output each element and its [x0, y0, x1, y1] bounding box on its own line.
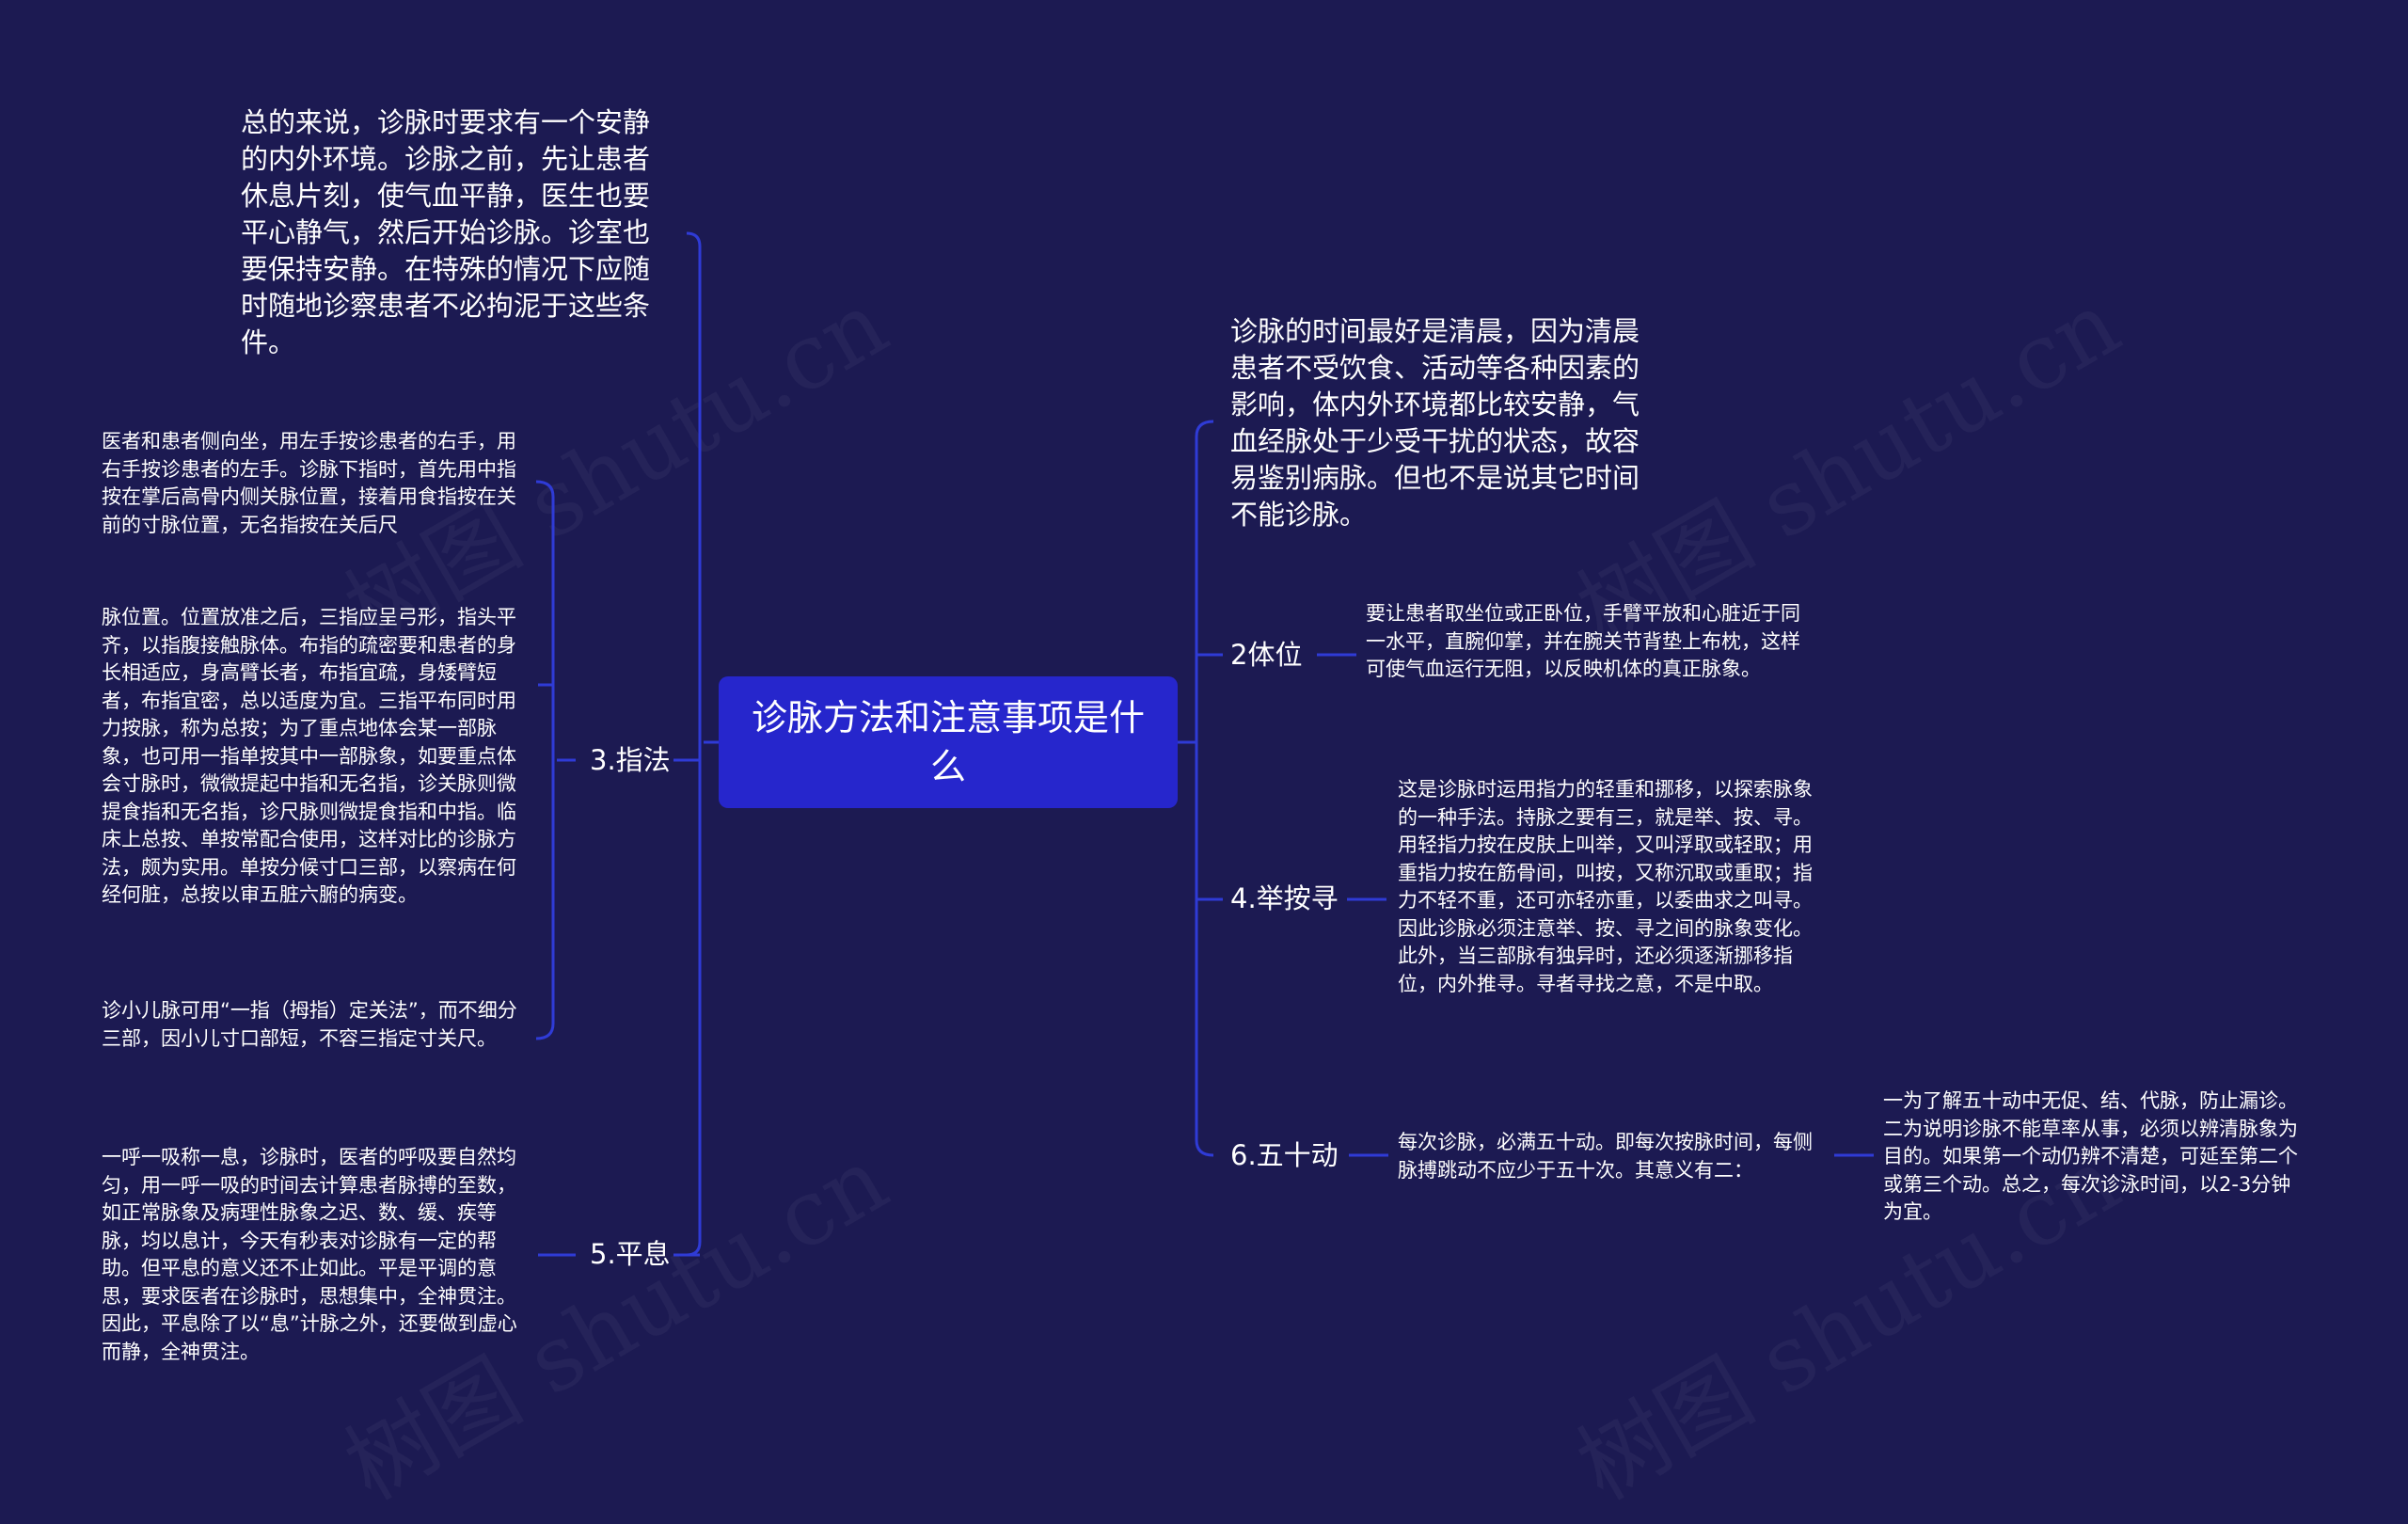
zhifa-note-3: 诊小儿脉可用“一指（拇指）定关法”，而不细分三部，因小儿寸口部短，不容三指定寸关…: [102, 999, 517, 1050]
time-note: 诊脉的时间最好是清晨，因为清晨患者不受饮食、活动等各种因素的影响，体内外环境都比…: [1230, 315, 1640, 531]
root-node[interactable]: 诊脉方法和注意事项是什么: [719, 676, 1178, 808]
root-label: 诊脉方法和注意事项是什么: [751, 697, 1145, 787]
juanxun-note: 这是诊脉时运用指力的轻重和挪移，以探索脉象的一种手法。持脉之要有三，就是举、按、…: [1398, 778, 1813, 995]
zhifa-note-1: 医者和患者侧向坐，用左手按诊患者的右手，用右手按诊患者的左手。诊脉下指时，首先用…: [102, 430, 516, 536]
pingxi-note: 一呼一吸称一息，诊脉时，医者的呼吸要自然均匀，用一呼一吸的时间去计算患者脉搏的至…: [102, 1146, 517, 1363]
branch-zhifa[interactable]: 3.指法: [590, 744, 671, 776]
branch-wushidong[interactable]: 6.五十动: [1230, 1139, 1339, 1171]
intro-note: 总的来说，诊脉时要求有一个安静的内外环境。诊脉之前，先让患者休息片刻，使气血平静…: [241, 106, 651, 358]
wushidong-detail: 一为了解五十动中无促、结、代脉，防止漏诊。二为说明诊脉不能草率从事，必须以辨清脉…: [1883, 1089, 2298, 1223]
wushidong-note: 每次诊脉，必满五十动。即每次按脉时间，每侧脉搏跳动不应少于五十次。其意义有二：: [1398, 1131, 1813, 1182]
branch-juanxun[interactable]: 4.举按寻: [1230, 882, 1339, 914]
mindmap-canvas: 树图 shutu.cn 树图 shutu.cn 树图 shutu.cn 树图 s…: [102, 106, 2298, 1363]
tiwei-note: 要让患者取坐位或正卧位，手臂平放和心脏近于同一水平，直腕仰掌，并在腕关节背垫上布…: [1366, 602, 1800, 680]
branch-pingxi[interactable]: 5.平息: [590, 1238, 671, 1270]
branch-tiwei[interactable]: 2体位: [1230, 639, 1303, 671]
connector-zhifa-spine: [535, 480, 555, 1040]
connector-right-spine: [1195, 420, 1214, 1157]
zhifa-note-2: 脉位置。位置放准之后，三指应呈弓形，指头平齐，以指腹接触脉体。布指的疏密要和患者…: [102, 606, 516, 906]
connector-left-spine: [686, 231, 702, 1257]
